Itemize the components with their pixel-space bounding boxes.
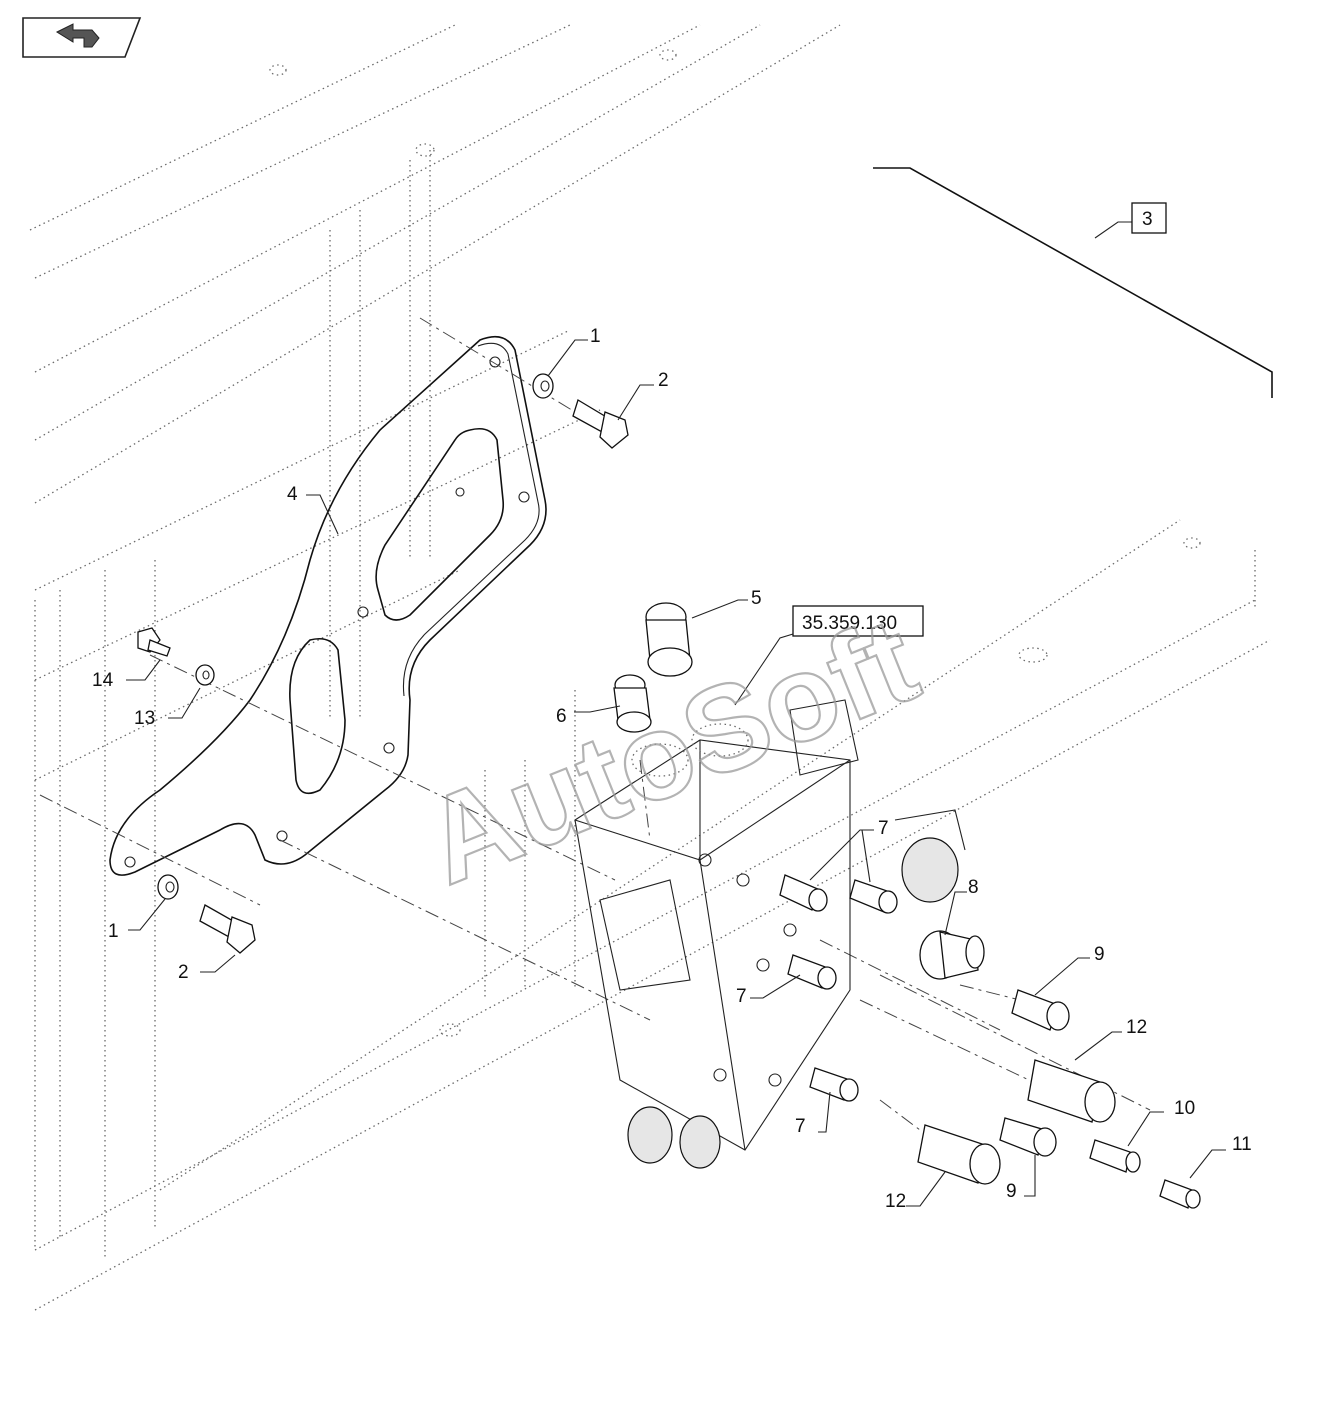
bolt-2-lower — [199, 904, 256, 954]
callout-9-lower: 9 — [1006, 1181, 1017, 1202]
callout-13: 13 — [134, 708, 155, 729]
reference-box — [792, 605, 924, 637]
callout-3: 3 — [1142, 209, 1153, 230]
frame-background — [29, 24, 1271, 1311]
washer-1-upper — [532, 373, 554, 399]
callout-2-lower: 2 — [178, 962, 189, 983]
fitting-10 — [1089, 1139, 1141, 1173]
fitting-7-b — [849, 879, 898, 914]
callout-2-upper: 2 — [658, 370, 669, 391]
callout-5: 5 — [751, 588, 762, 609]
callout-1-lower: 1 — [108, 921, 119, 942]
callout-6: 6 — [556, 706, 567, 727]
leader-lines — [126, 339, 1226, 1207]
callout-14: 14 — [92, 670, 114, 691]
callout-12-upper: 12 — [1126, 1017, 1147, 1038]
fitting-8 — [919, 930, 985, 980]
callout-7-lower: 7 — [795, 1116, 806, 1137]
fitting-7-c — [787, 954, 837, 990]
fitting-12-upper — [1027, 1059, 1116, 1123]
fitting-6 — [613, 674, 652, 733]
callout-box-3 — [1131, 202, 1167, 234]
callout-10: 10 — [1174, 1098, 1195, 1119]
callout-4: 4 — [287, 484, 298, 505]
back-button[interactable] — [22, 17, 142, 58]
fitting-7-d — [809, 1067, 859, 1102]
callout-1-upper: 1 — [590, 326, 601, 347]
fitting-9-lower — [999, 1117, 1057, 1157]
fitting-12-lower — [917, 1124, 1001, 1185]
callout-7-upper: 7 — [878, 818, 889, 839]
callout-12-lower: 12 — [885, 1191, 906, 1212]
callout-9-upper: 9 — [1094, 944, 1105, 965]
valve-block — [574, 699, 966, 1169]
callout-8: 8 — [968, 877, 979, 898]
bolt-14 — [137, 627, 171, 657]
return-arrow-icon — [55, 23, 100, 48]
callout-11: 11 — [1232, 1134, 1252, 1155]
fitting-11 — [1159, 1179, 1201, 1209]
reference-code: 35.359.130 — [802, 613, 897, 634]
washer-13 — [195, 664, 215, 686]
fitting-9-upper — [1011, 989, 1070, 1031]
callout-7-middle: 7 — [736, 986, 747, 1007]
bolt-2-upper — [572, 399, 629, 449]
fitting-5 — [645, 602, 693, 677]
washer-1-lower — [157, 874, 179, 900]
fitting-7-a — [779, 874, 828, 912]
mounting-plate — [109, 335, 547, 876]
